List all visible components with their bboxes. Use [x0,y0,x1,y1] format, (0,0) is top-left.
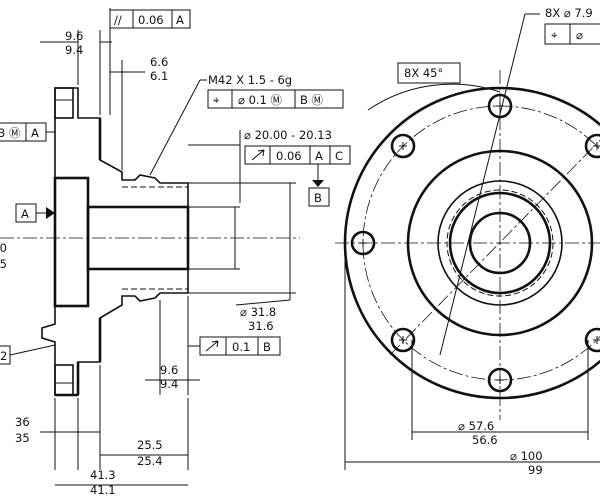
angle-note: 8X 45° [404,66,443,80]
dim-shoulder-lower: 6.1 [150,69,168,83]
bolt-hole-2 [390,133,416,159]
left-dimensions: 9.6 9.4 // 0.06 A 6.6 6.1 M42 X 1.5 - 6g… [0,8,351,497]
bolt-hole-7 [584,133,600,159]
thread-callout: M42 X 1.5 - 6g [208,73,292,87]
bore-dim: ⌀ 20.00 - 20.13 [244,128,332,142]
fcf-parallel [109,9,191,29]
hole-callout: 8X ⌀ 7.9 [545,6,593,20]
fcf-left-partial-a: 3 Ⓜ [0,126,21,140]
dim-bc-upper: ⌀ 57.6 [458,419,494,433]
left-bottom-label: 2 [0,349,7,363]
dim-41-upper: 41.3 [90,468,116,482]
datum-a-triangle [46,207,55,219]
dim-shoulder-upper: 6.6 [150,55,168,69]
fcf-parallel-symbol: // [114,13,122,27]
fcf-runout-b-tol: 0.1 [232,340,250,354]
dim-od-right-upper: ⌀ 100 [510,449,543,463]
section-bore [53,176,90,308]
bolt-hole-6 [584,327,600,353]
runout-arrow-icon [251,149,265,161]
stud-hole-bottom [54,364,74,396]
fcf-runout-tol: 0.06 [276,149,302,163]
dim-od-right-lower: 99 [528,463,543,477]
fcf-holes-tol: ⌀ [576,28,583,42]
stud-hole-top [54,87,74,119]
section-body [41,87,189,396]
datum-b-label: B [314,191,322,205]
angle-note-box [397,62,461,84]
dim-od-lower: 31.6 [248,319,274,333]
fcf-holes-symbol: ⌖ [551,28,558,42]
dim-hub-thick-lower: 9.4 [160,377,178,391]
dim-top-flange-upper: 9.6 [65,29,83,43]
datum-b-triangle [312,180,324,187]
fcf-runout [244,145,351,165]
fcf-thread-position [207,89,344,109]
runout-b-arrow-icon [205,340,219,352]
fcf-runout-d1: A [315,149,323,163]
dim-25-lower: 25.4 [137,454,163,468]
dim-36-upper: 36 [15,415,30,429]
fcf-left-partial-b: A [31,126,39,140]
dim-hub-thick-upper: 9.6 [160,363,178,377]
angle-arc [367,83,501,111]
dim-left-partial-lower: .5 [0,257,7,271]
datum-b-box [308,187,330,207]
datum-a-label: A [21,207,29,221]
front-view: 8X 45° 8X ⌀ 7.9 ⌖ ⌀ ⌀ 57.6 56.6 ⌀ 100 99 [335,6,600,477]
fcf-thread-datum: B Ⓜ [300,93,324,107]
fcf-runout-b-datum: B [263,340,271,354]
fcf-runout-d2: C [335,149,343,163]
dim-od-upper: ⌀ 31.8 [240,305,276,319]
fcf-parallel-datum: A [176,13,184,27]
fcf-thread-symbol: ⌖ [213,93,220,107]
fcf-thread-tol: ⌀ 0.1 Ⓜ [238,93,283,107]
dim-25-upper: 25.5 [137,438,163,452]
dim-41-lower: 41.1 [90,483,116,497]
section-view [0,87,300,397]
fcf-holes [544,23,600,45]
fcf-parallel-tol: 0.06 [138,13,164,27]
bolt-hole-4 [390,327,416,353]
dim-bc-lower: 56.6 [472,433,498,447]
dim-36-lower: 35 [15,431,30,445]
dim-top-flange-lower: 9.4 [65,43,83,57]
dim-left-partial-upper: .0 [0,241,7,255]
